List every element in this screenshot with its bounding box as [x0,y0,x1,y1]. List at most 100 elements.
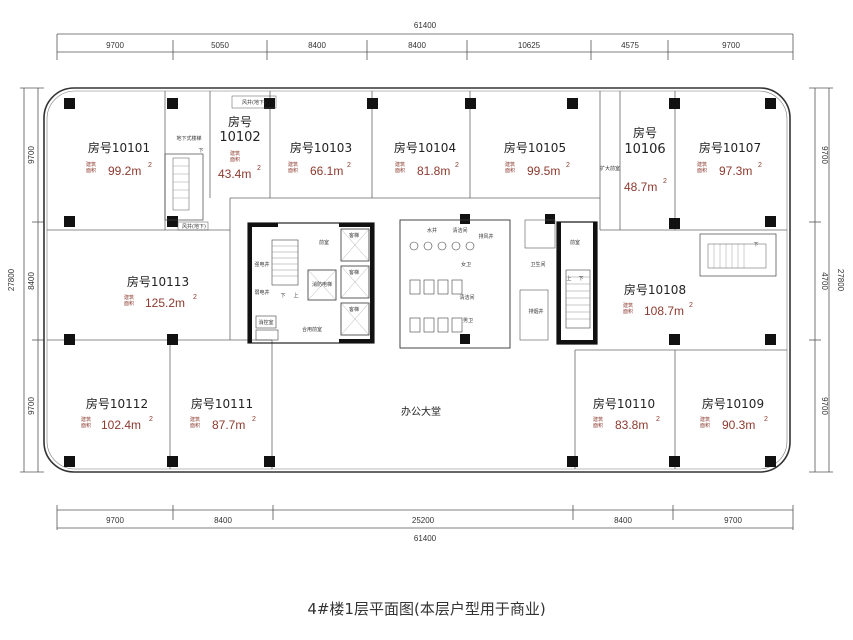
control-room-label: 消控室 [258,319,273,326]
svg-text:面积: 面积 [697,167,707,174]
top-dimension: 61400 9700 5050 8400 8400 10625 4575 970… [56,21,794,60]
svg-text:面积: 面积 [81,422,91,429]
front-room-right-label: 前室 [570,239,580,246]
svg-text:建筑: 建筑 [230,150,240,157]
room-10113: 房号10113 建筑 面积 125.2m 2 [124,274,197,310]
room-10109: 房号10109 建筑 面积 90.3m 2 [700,396,768,432]
left-dimension: 27800 9700 8400 9700 [7,87,44,473]
svg-text:房号10110: 房号10110 [593,396,655,411]
elevator-b-label: 客梯 [349,269,359,276]
right-stair-core: 前室 上 下 [556,221,598,345]
front-room-label: 前室 [319,239,329,246]
room-10104: 房号10104 建筑 面积 81.8m 2 [394,140,459,178]
svg-text:2: 2 [455,162,459,169]
room-10105: 房号10105 建筑 面积 99.5m 2 [504,140,570,178]
svg-text:房号: 房号 [228,114,252,129]
svg-text:10102: 10102 [219,130,260,145]
stair-down-basement: 下 [198,148,203,154]
svg-text:面积: 面积 [124,300,134,307]
svg-text:房号10111: 房号10111 [191,396,253,411]
svg-text:建筑: 建筑 [190,416,200,423]
room-10107: 房号10107 建筑 面积 97.3m 2 [697,140,762,178]
svg-text:81.8m: 81.8m [417,164,450,178]
bottom-dim-3: 25200 [412,516,435,525]
right-total-dim: 27800 [836,269,845,292]
exhaust-b-label: 风井(地下) [242,99,266,106]
svg-text:面积: 面积 [86,167,96,174]
room-10101: 房号10101 建筑 面积 99.2m 2 [86,140,152,178]
svg-text:建筑: 建筑 [124,294,134,301]
svg-text:102.4m: 102.4m [101,418,141,432]
svg-text:建筑: 建筑 [505,161,515,168]
bottom-dimension: 9700 8400 25200 8400 9700 61400 [56,505,794,543]
svg-text:48.7m: 48.7m [624,180,657,194]
svg-text:房号10101: 房号10101 [88,140,150,155]
left-core: 客梯 客梯 客梯 消防电梯 强电井 弱电井 前室 消控室 合用前室 下 上 [247,222,375,344]
basement-stair-label: 地下式楼梯 [176,135,201,142]
bottom-dim-1: 9700 [106,516,124,525]
svg-text:房号10112: 房号10112 [86,396,148,411]
stair-down-tr: 下 [753,242,758,248]
room-10106: 房号 10106 48.7m 2 [624,125,667,194]
svg-text:房号10108: 房号10108 [624,282,686,297]
svg-text:2: 2 [566,162,570,169]
right-dim-2: 4700 [820,272,829,290]
svg-text:2: 2 [257,165,261,172]
svg-text:房号10103: 房号10103 [290,140,352,155]
restroom-label: 卫生间 [530,261,545,268]
svg-text:面积: 面积 [230,156,240,163]
weak-room-label: 弱电井 [254,289,269,296]
svg-text:建筑: 建筑 [86,161,96,168]
svg-text:建筑: 建筑 [395,161,405,168]
svg-text:2: 2 [347,162,351,169]
svg-text:99.5m: 99.5m [527,164,560,178]
right-dim-1: 9700 [820,146,829,164]
svg-text:2: 2 [764,416,768,423]
building-outline [43,87,791,473]
water-well-label: 水井 [427,227,437,234]
stair-down-right: 下 [578,276,583,282]
pipe-label: 排风井 [478,233,493,240]
top-dim-5: 10625 [518,41,541,50]
room-10112: 房号10112 建筑 面积 102.4m 2 [81,396,153,432]
room-10108: 房号10108 建筑 面积 108.7m 2 [623,282,693,318]
left-dim-2: 8400 [27,272,36,290]
svg-text:建筑: 建筑 [700,416,710,423]
svg-text:面积: 面积 [395,167,405,174]
office-lobby-label: 办公大堂 [401,405,441,418]
svg-text:2: 2 [656,416,660,423]
top-dim-3: 8400 [308,41,326,50]
exhaust-a-label: 风井(地下) [182,223,206,230]
left-dim-3: 9700 [27,397,36,415]
stair-up-left: 上 [293,292,298,299]
svg-text:2: 2 [758,162,762,169]
right-dim-3: 9700 [820,397,829,415]
svg-text:建筑: 建筑 [593,416,603,423]
top-total-dim: 61400 [414,21,437,30]
lobby-hall-label: 合用前室 [302,326,322,333]
svg-text:2: 2 [252,416,256,423]
top-dim-2: 5050 [211,41,229,50]
bottom-dim-2: 8400 [214,516,232,525]
svg-text:87.7m: 87.7m [212,418,245,432]
bottom-total-dim: 61400 [414,534,437,543]
svg-text:房号10113: 房号10113 [127,274,189,289]
svg-text:2: 2 [689,302,693,309]
top-dim-6: 4575 [621,41,639,50]
svg-text:建筑: 建筑 [697,161,707,168]
svg-text:建筑: 建筑 [288,161,298,168]
svg-text:面积: 面积 [288,167,298,174]
svg-text:房号: 房号 [633,125,657,140]
svg-text:房号10104: 房号10104 [394,140,456,155]
top-dim-4: 8400 [408,41,426,50]
toilet-label: 女卫 [461,261,471,268]
svg-text:建筑: 建筑 [623,302,633,309]
svg-text:125.2m: 125.2m [145,296,185,310]
cleaning-b-label: 清洁间 [459,294,474,301]
svg-text:2: 2 [663,178,667,185]
cleaning-label: 清洁间 [452,227,467,234]
svg-text:2: 2 [193,294,197,301]
room-10102: 房号 10102 建筑 面积 43.4m 2 [218,114,261,181]
toilet-b-label: 男卫 [463,318,473,324]
right-dimension: 9700 4700 9700 27800 [809,87,845,473]
